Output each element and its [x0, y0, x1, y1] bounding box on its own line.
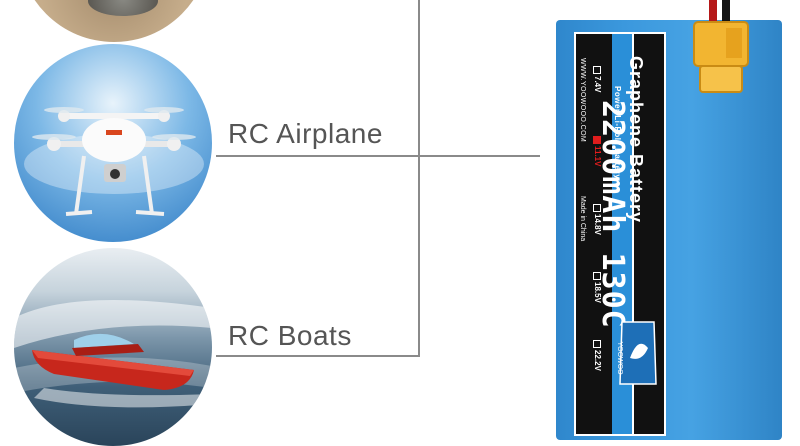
voltage-option: 14.8V — [593, 204, 602, 235]
drone-photo — [14, 44, 212, 242]
drone-graphic — [24, 107, 204, 216]
voltage-option: 22.2V — [593, 340, 602, 371]
xt60-connector — [693, 21, 749, 93]
rc-car-photo — [18, 0, 210, 42]
connector-line-main — [418, 155, 540, 157]
connector-line-boats — [216, 355, 420, 357]
battery-website: WWW.YOOWOOO.COM — [579, 58, 586, 143]
rc-boats-label: RC Boats — [228, 320, 352, 351]
boat-graphic — [14, 300, 212, 408]
yoowoo-logo: YOOWOO — [616, 318, 660, 388]
logo-text: YOOWOO — [616, 341, 623, 375]
connector-line-airplane — [216, 155, 420, 157]
connector-line-vertical — [418, 0, 420, 357]
rc-airplane-label: RC Airplane — [228, 118, 383, 149]
red-wire — [709, 0, 717, 24]
voltage-option-selected: 11.1V — [593, 136, 602, 166]
rc-boat-photo — [14, 248, 212, 446]
voltage-option: 18.5V — [593, 272, 602, 303]
voltage-option: 7.4V — [593, 66, 602, 92]
battery-made-in: Made in China — [579, 196, 586, 242]
black-wire — [722, 0, 730, 24]
